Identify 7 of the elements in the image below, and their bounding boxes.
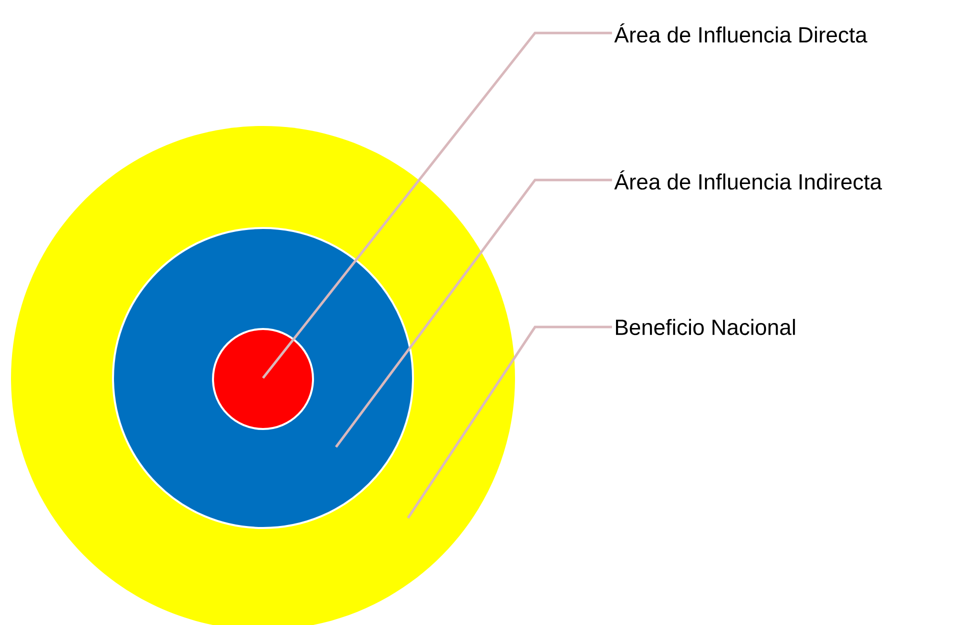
leader-line: [262, 32, 612, 379]
area-label: Beneficio Nacional: [616, 318, 795, 336]
zone-circle: [212, 328, 314, 430]
leader-line: [406, 326, 612, 519]
area-label: Área de Influencia Directa: [614, 23, 868, 43]
area-label: Área de Influencia Indirecta: [614, 170, 882, 190]
leader-line: [335, 178, 612, 448]
